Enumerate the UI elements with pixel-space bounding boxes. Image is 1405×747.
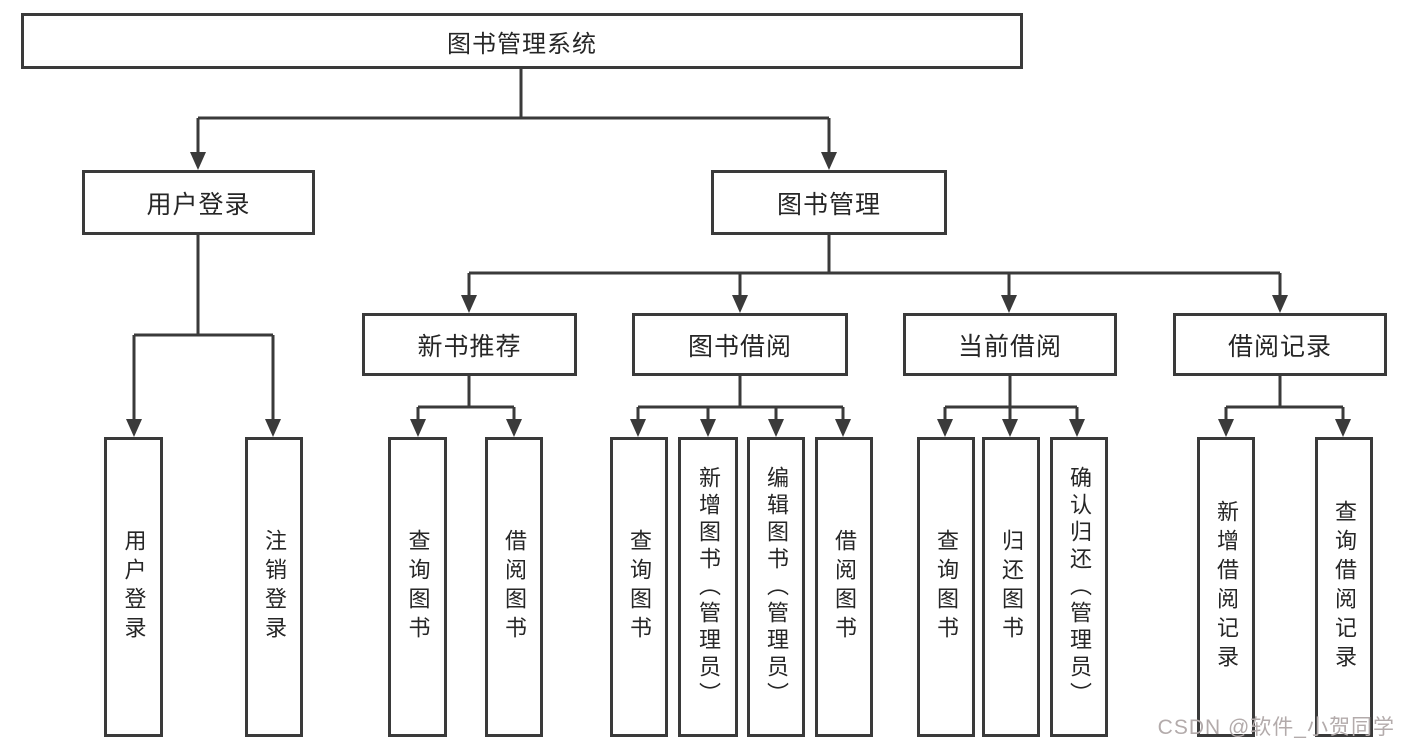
connector-new-book-recommend (416, 376, 516, 421)
node-borrow-record: 借阅记录 (1173, 313, 1387, 376)
leaf-borrow-query-book: 查询图书 (610, 437, 668, 737)
node-book-borrow: 图书借阅 (632, 313, 848, 376)
leaf-current-return-book: 归还图书 (982, 437, 1040, 737)
connector-user-login (132, 235, 275, 421)
connector-current-borrow (943, 376, 1079, 421)
connector-root (196, 69, 831, 154)
leaf-borrow-add-book-admin: 新增图书（管理员） (678, 437, 738, 737)
leaf-user-login: 用户登录 (104, 437, 163, 737)
leaf-record-add-record: 新增借阅记录 (1197, 437, 1255, 737)
node-user-login: 用户登录 (82, 170, 315, 235)
leaf-current-query-book: 查询图书 (917, 437, 975, 737)
connector-borrow-record (1224, 376, 1345, 421)
connector-book-borrow (636, 376, 845, 421)
leaf-borrow-edit-book-admin: 编辑图书（管理员） (747, 437, 805, 737)
node-book-management: 图书管理 (711, 170, 947, 235)
leaf-newrec-query-book: 查询图书 (388, 437, 447, 737)
leaf-logout-login: 注销登录 (245, 437, 303, 737)
node-current-borrow: 当前借阅 (903, 313, 1117, 376)
leaf-newrec-borrow-book: 借阅图书 (485, 437, 543, 737)
connector-book-management (467, 235, 1282, 297)
node-root: 图书管理系统 (21, 13, 1023, 69)
leaf-current-confirm-return-admin: 确认归还（管理员） (1050, 437, 1108, 737)
arrowheads (126, 152, 1351, 437)
leaf-record-query-record: 查询借阅记录 (1315, 437, 1373, 737)
node-new-book-recommend: 新书推荐 (362, 313, 577, 376)
watermark: CSDN @软件_小贺同学 (1157, 716, 1395, 739)
leaf-borrow-borrow-book: 借阅图书 (815, 437, 873, 737)
